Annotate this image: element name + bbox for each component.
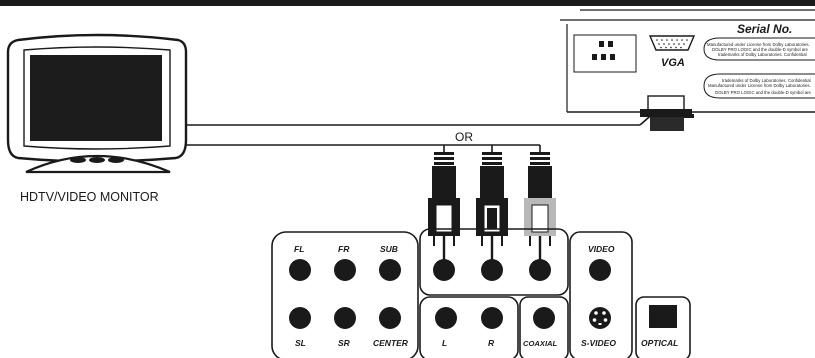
jack-sl bbox=[289, 307, 311, 329]
jack-svideo bbox=[589, 307, 611, 329]
monitor-screen bbox=[30, 55, 162, 141]
jack-fr bbox=[334, 259, 356, 281]
jack-center bbox=[379, 307, 401, 329]
jack-component-2 bbox=[481, 259, 503, 281]
vga-label: VGA bbox=[661, 57, 685, 69]
jack-label-l: L bbox=[442, 338, 447, 348]
jack-l bbox=[435, 307, 457, 329]
jack-component-1 bbox=[433, 259, 455, 281]
jack-label-fr: FR bbox=[338, 244, 350, 254]
rca-plug-white bbox=[428, 152, 460, 264]
license-text: trademarks of Dolby Laboratories. Confid… bbox=[718, 52, 807, 57]
license-text: trademarks of Dolby Laboratories. Confid… bbox=[722, 78, 811, 83]
jack-label-sub: SUB bbox=[380, 244, 398, 254]
rca-plug-black bbox=[476, 152, 508, 264]
jack-label-center: CENTER bbox=[373, 338, 409, 348]
jack-label-fl: FL bbox=[294, 244, 304, 254]
jack-panel bbox=[271, 228, 691, 358]
jack-sr bbox=[334, 307, 356, 329]
hdtv-monitor bbox=[6, 33, 188, 174]
jack-fl bbox=[289, 259, 311, 281]
vga-plug bbox=[640, 95, 694, 131]
license-text: Manufactured under License from Dolby La… bbox=[708, 83, 811, 88]
jack-sub bbox=[379, 259, 401, 281]
jack-component-3 bbox=[529, 259, 551, 281]
cables bbox=[186, 110, 657, 152]
surround-jacks bbox=[289, 259, 401, 329]
jack-label-sr: SR bbox=[338, 338, 351, 348]
jack-label-video: VIDEO bbox=[588, 244, 615, 254]
jack-label-r: R bbox=[488, 338, 495, 348]
jack-label-sl: SL bbox=[295, 338, 306, 348]
power-connector bbox=[573, 34, 637, 73]
jack-optical bbox=[649, 305, 677, 328]
top-border bbox=[0, 0, 815, 6]
license-text: DOLBY PRO LOGIC and the double-D symbol … bbox=[715, 90, 812, 95]
monitor-label: HDTV/VIDEO MONITOR bbox=[20, 190, 159, 204]
jack-label-optical: OPTICAL bbox=[641, 338, 678, 348]
jack-video bbox=[589, 259, 611, 281]
back-panel: VGA Serial No. Manufactured under Licens… bbox=[560, 9, 815, 131]
license-text: DOLBY PRO LOGIC and the double-D symbol … bbox=[712, 47, 809, 52]
or-label: OR bbox=[455, 130, 473, 144]
license-text: Manufactured under License from Dolby La… bbox=[707, 42, 810, 47]
rca-plug-grey bbox=[524, 152, 556, 264]
jack-label-svideo: S-VIDEO bbox=[581, 338, 616, 348]
jack-r bbox=[481, 307, 503, 329]
jack-label-coaxial: COAXIAL bbox=[523, 339, 558, 348]
vga-port bbox=[648, 35, 696, 51]
jack-coaxial bbox=[533, 307, 555, 329]
serial-label: Serial No. bbox=[737, 22, 792, 36]
monitor-stand bbox=[25, 154, 171, 174]
